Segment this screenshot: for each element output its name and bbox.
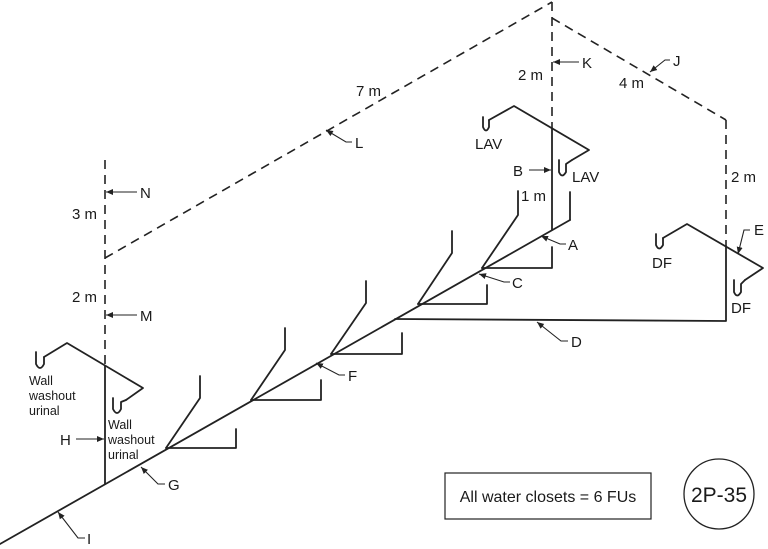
reference-labels: N M L K J B A C D E F H G I: [60, 53, 764, 548]
label-e: E: [754, 222, 764, 239]
fixture-label-urinal: Wall washout urinal: [107, 418, 158, 462]
dim-vent-left-lower: 2 m: [72, 289, 97, 306]
water-closet-branch: [165, 375, 237, 449]
fixture-label-urinal: Wall washout urinal: [28, 374, 79, 418]
note-text: All water closets = 6 FUs: [460, 489, 637, 506]
label-j: J: [673, 53, 681, 70]
trap-icon: [35, 351, 45, 369]
trap-icon: [558, 159, 573, 177]
label-k: K: [582, 55, 592, 72]
label-l: L: [355, 135, 363, 152]
water-closet-branch: [481, 190, 553, 269]
dim-vent-left-upper: 3 m: [72, 206, 97, 223]
dim-vent-main: 7 m: [356, 83, 381, 100]
trap-icon: [655, 233, 664, 250]
vent-piping: [104, 1, 727, 366]
label-m: M: [140, 308, 153, 325]
fixture-labels: LAV LAV DF DF Wall washout urinal Wall w…: [28, 136, 751, 462]
leaders: [57, 59, 750, 539]
trap-icon: [112, 397, 127, 414]
label-d: D: [571, 334, 582, 351]
fixture-label-df: DF: [652, 255, 672, 272]
label-f: F: [348, 368, 357, 385]
label-n: N: [140, 185, 151, 202]
vent-right-sloped: [551, 17, 727, 121]
label-g: G: [168, 477, 180, 494]
dim-vent-right-vertical: 2 m: [731, 169, 756, 186]
dim-vent-right-sloped: 4 m: [619, 75, 644, 92]
water-closet-branch: [250, 327, 322, 401]
trap-icon: [482, 116, 490, 132]
figure-id: 2P-35: [691, 484, 747, 507]
df-fixtures: [655, 223, 764, 297]
label-h: H: [60, 432, 71, 449]
water-closet-branch: [330, 280, 403, 355]
main-drain: [0, 219, 571, 545]
lav-fixtures: [482, 105, 590, 177]
dim-branch-stub: 1 m: [521, 188, 546, 205]
label-a: A: [568, 237, 578, 254]
fixture-label-df: DF: [731, 300, 751, 317]
label-i: I: [87, 531, 91, 548]
fixture-label-lav: LAV: [475, 136, 502, 153]
note-box: All water closets = 6 FUs: [444, 472, 652, 520]
fixture-label-lav: LAV: [572, 169, 599, 186]
dim-vent-lav-upper: 2 m: [518, 67, 543, 84]
dimension-labels: 3 m 2 m 7 m 2 m 4 m 2 m 1 m: [72, 67, 756, 306]
drain-piping: [0, 127, 727, 545]
trap-icon: [733, 279, 746, 297]
water-closet-branch: [417, 230, 488, 305]
label-b: B: [513, 163, 523, 180]
figure-badge: 2P-35: [683, 458, 755, 530]
df-branch: [394, 245, 727, 322]
urinal-fixtures: [35, 342, 144, 414]
label-c: C: [512, 275, 523, 292]
